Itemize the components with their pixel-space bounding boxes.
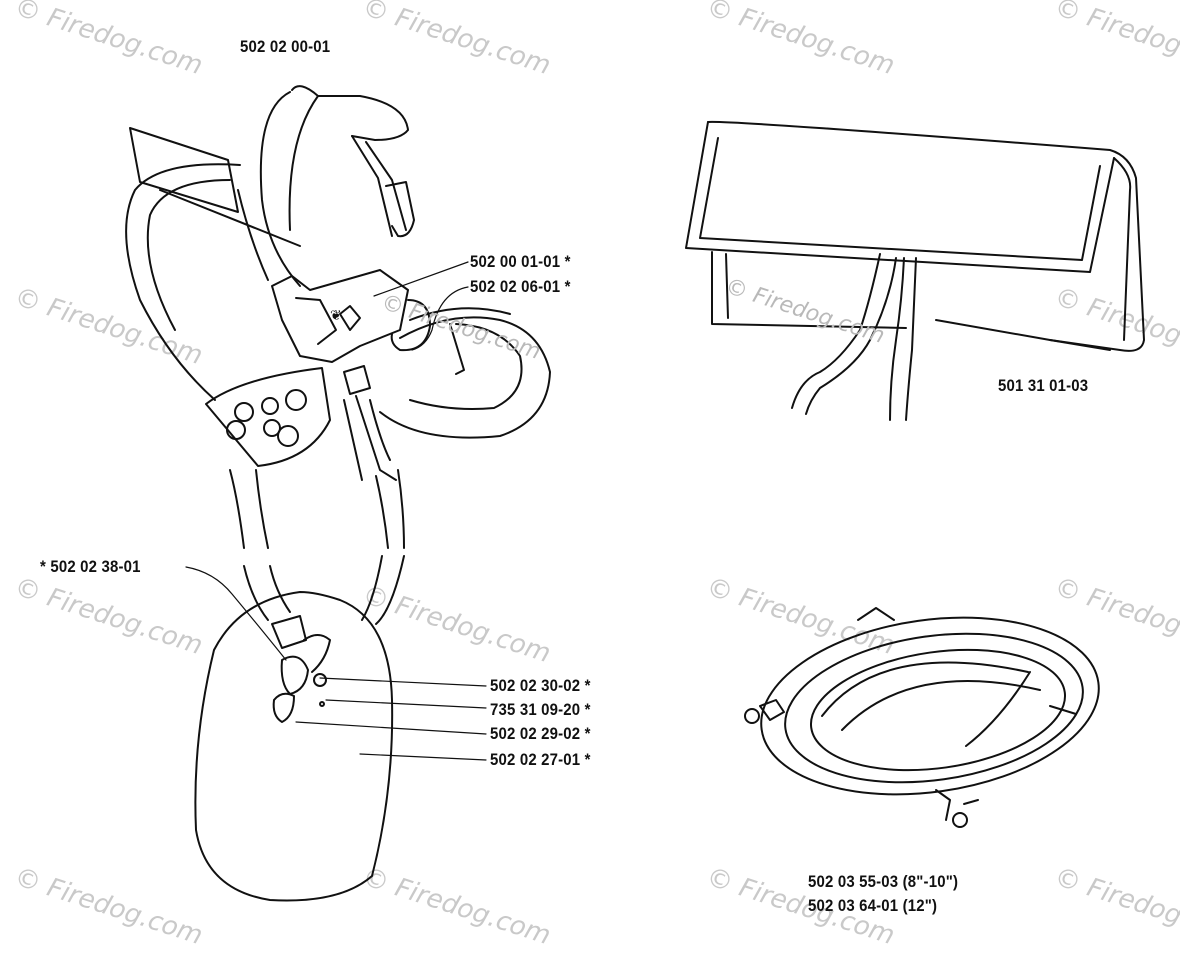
part-label-harness-clip: 502 00 01-01 * — [470, 252, 571, 271]
leader-line — [359, 753, 487, 761]
leader-lines — [185, 261, 487, 761]
hip-guard-drawing — [194, 555, 405, 902]
watermark: © Firedog.com — [722, 274, 887, 349]
part-label-hip-guard-clip: * 502 02 38-01 — [40, 557, 141, 576]
leader-line — [373, 261, 469, 297]
part-label-hip-pad: 502 02 27-01 * — [490, 750, 591, 769]
part-label-hip-pad-part-a: 502 02 30-02 * — [490, 676, 591, 695]
part-label-blade-guard-cover: 501 31 01-03 — [998, 376, 1089, 395]
leader-line — [319, 677, 487, 687]
logo-icon: ❦ — [330, 308, 342, 324]
leader-line — [295, 721, 487, 735]
blade-cover-drawing — [685, 120, 1145, 421]
ring-guard-drawing — [744, 607, 1100, 828]
leader-line — [185, 566, 287, 661]
part-label-hip-pad-part-b: 502 02 29-02 * — [490, 724, 591, 743]
part-label-harness-assembly: 502 02 00-01 — [240, 37, 331, 56]
leader-line — [411, 286, 469, 351]
leader-line — [325, 699, 487, 709]
part-label-ring-guard-large: 502 03 64-01 (12") — [808, 896, 938, 915]
part-label-ring-guard-small: 502 03 55-03 (8"-10") — [808, 872, 959, 891]
part-label-harness-hook: 502 02 06-01 * — [470, 277, 571, 296]
harness-drawing — [125, 85, 551, 549]
part-label-hip-pad-screw: 735 31 09-20 * — [490, 700, 591, 719]
